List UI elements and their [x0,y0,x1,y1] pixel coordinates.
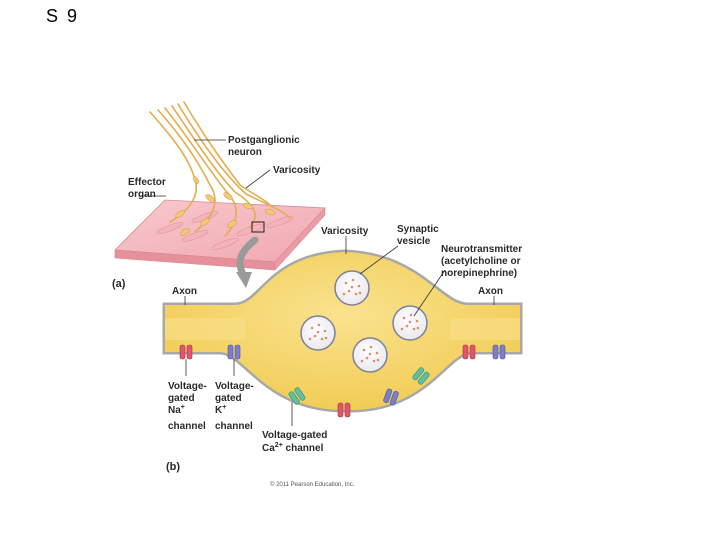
k-channel-label-2: gated [215,393,242,404]
effector-label-1: Effector [128,177,166,188]
ca-channel-left [288,387,306,405]
k-channel-label-1: Voltage- [215,381,254,392]
ca-channel-label-1: Voltage-gated [262,430,327,441]
k-channel-bottom [383,388,399,406]
effector-organ [114,199,326,271]
postganglionic-label-2: neuron [228,147,262,158]
k-channel-label-4: channel [215,421,253,432]
synaptic-vesicle [392,305,428,341]
na-channel-label-2: gated [168,393,195,404]
panel-a: Postganglionic neuron Varicosity Effecto… [112,101,326,290]
varicosity-label-a: Varicosity [273,165,321,176]
zoom-arrow [236,236,259,288]
k-channel-left [227,344,241,360]
varicosities-a [175,176,276,236]
zoom-box [251,221,265,233]
na-channel-label-4: channel [168,421,206,432]
synaptic-vesicle-label-1: Synaptic [397,224,439,235]
na-channel-left [179,344,193,360]
na-channel-bottom [337,402,351,418]
varicosity-label-b: Varicosity [321,226,369,237]
neurotransmitter-label-3: norepinephrine) [441,268,517,279]
slide-number: S 9 [46,6,80,26]
synaptic-vesicle-label-2: vesicle [397,236,431,247]
ca-channel-right [412,367,430,385]
neurotransmitter-label-2: (acetylcholine or [441,256,521,267]
k-channel-label-3: K+ [215,404,226,416]
copyright: © 2011 Pearson Education, Inc. [270,481,355,488]
panel-b: Axon Axon Varicosity Synaptic vesicle Ne… [162,224,523,473]
panel-a-label: (a) [112,278,126,290]
na-channel-label-3: Na+ [168,404,185,416]
k-channel-right [492,344,506,360]
synaptic-vesicles [300,270,428,373]
panel-b-label: (b) [166,461,180,473]
postganglionic-label-1: Postganglionic [228,135,300,146]
axon-label-right: Axon [478,286,503,297]
na-channel-label-1: Voltage- [168,381,207,392]
effector-label-2: organ [128,189,156,200]
neurotransmitter-label-1: Neurotransmitter [441,244,522,255]
synaptic-vesicle [300,315,336,351]
na-channel-right [462,344,476,360]
synaptic-vesicle [334,270,370,306]
synaptic-vesicle [352,337,388,373]
ca-channel-label-2: Ca2+ channel [262,442,324,454]
axon-label-left: Axon [172,286,197,297]
